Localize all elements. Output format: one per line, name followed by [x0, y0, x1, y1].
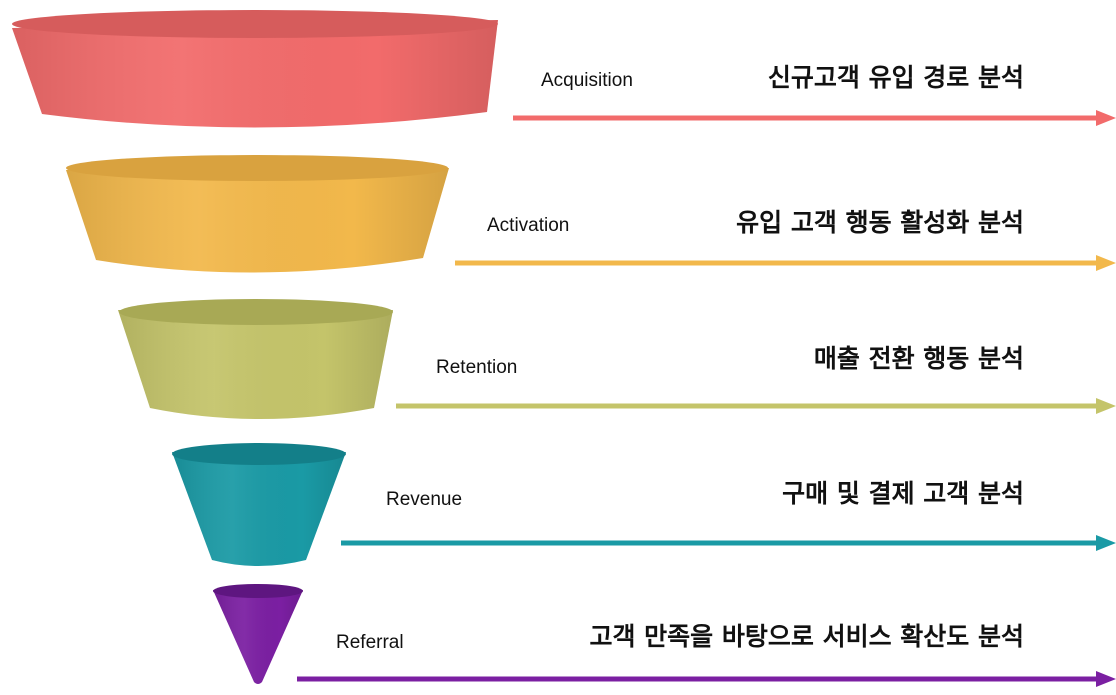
- funnel-shade-activation: [66, 168, 449, 273]
- stage-label-revenue: Revenue: [386, 489, 463, 510]
- funnel-top-revenue: [172, 443, 346, 465]
- funnel-shade-retention: [118, 310, 393, 419]
- stage-description-acquisition: 신규고객 유입 경로 분석: [767, 63, 1024, 92]
- stage-description-revenue: 구매 및 결제 고객 분석: [782, 479, 1024, 508]
- funnel-top-acquisition: [12, 10, 498, 38]
- funnel-stage-revenue: [172, 443, 1116, 566]
- funnel-top-activation: [66, 155, 448, 181]
- funnel-stage-retention: [118, 299, 1116, 419]
- arrow-head-referral: [1096, 671, 1116, 687]
- funnel-shade-acquisition: [12, 20, 498, 128]
- arrow-head-retention: [1096, 398, 1116, 414]
- arrow-head-acquisition: [1096, 110, 1116, 126]
- funnel-stage-activation: [66, 155, 1116, 273]
- funnel-top-referral: [213, 584, 303, 598]
- stage-label-referral: Referral: [336, 632, 404, 653]
- stage-description-referral: 고객 만족을 바탕으로 서비스 확산도 분석: [589, 622, 1024, 651]
- funnel-shade-revenue: [172, 452, 346, 566]
- funnel-stage-acquisition: [12, 10, 1116, 128]
- funnel-top-retention: [119, 299, 393, 325]
- stage-label-acquisition: Acquisition: [541, 70, 633, 91]
- stage-description-retention: 매출 전환 행동 분석: [813, 344, 1024, 373]
- arrow-head-revenue: [1096, 535, 1116, 551]
- funnel-shade-referral: [213, 590, 303, 684]
- stage-label-retention: Retention: [436, 357, 518, 378]
- funnel-stage-referral: [213, 584, 1116, 687]
- stage-label-activation: Activation: [487, 215, 570, 236]
- arrow-head-activation: [1096, 255, 1116, 271]
- stage-description-activation: 유입 고객 행동 활성화 분석: [736, 208, 1024, 237]
